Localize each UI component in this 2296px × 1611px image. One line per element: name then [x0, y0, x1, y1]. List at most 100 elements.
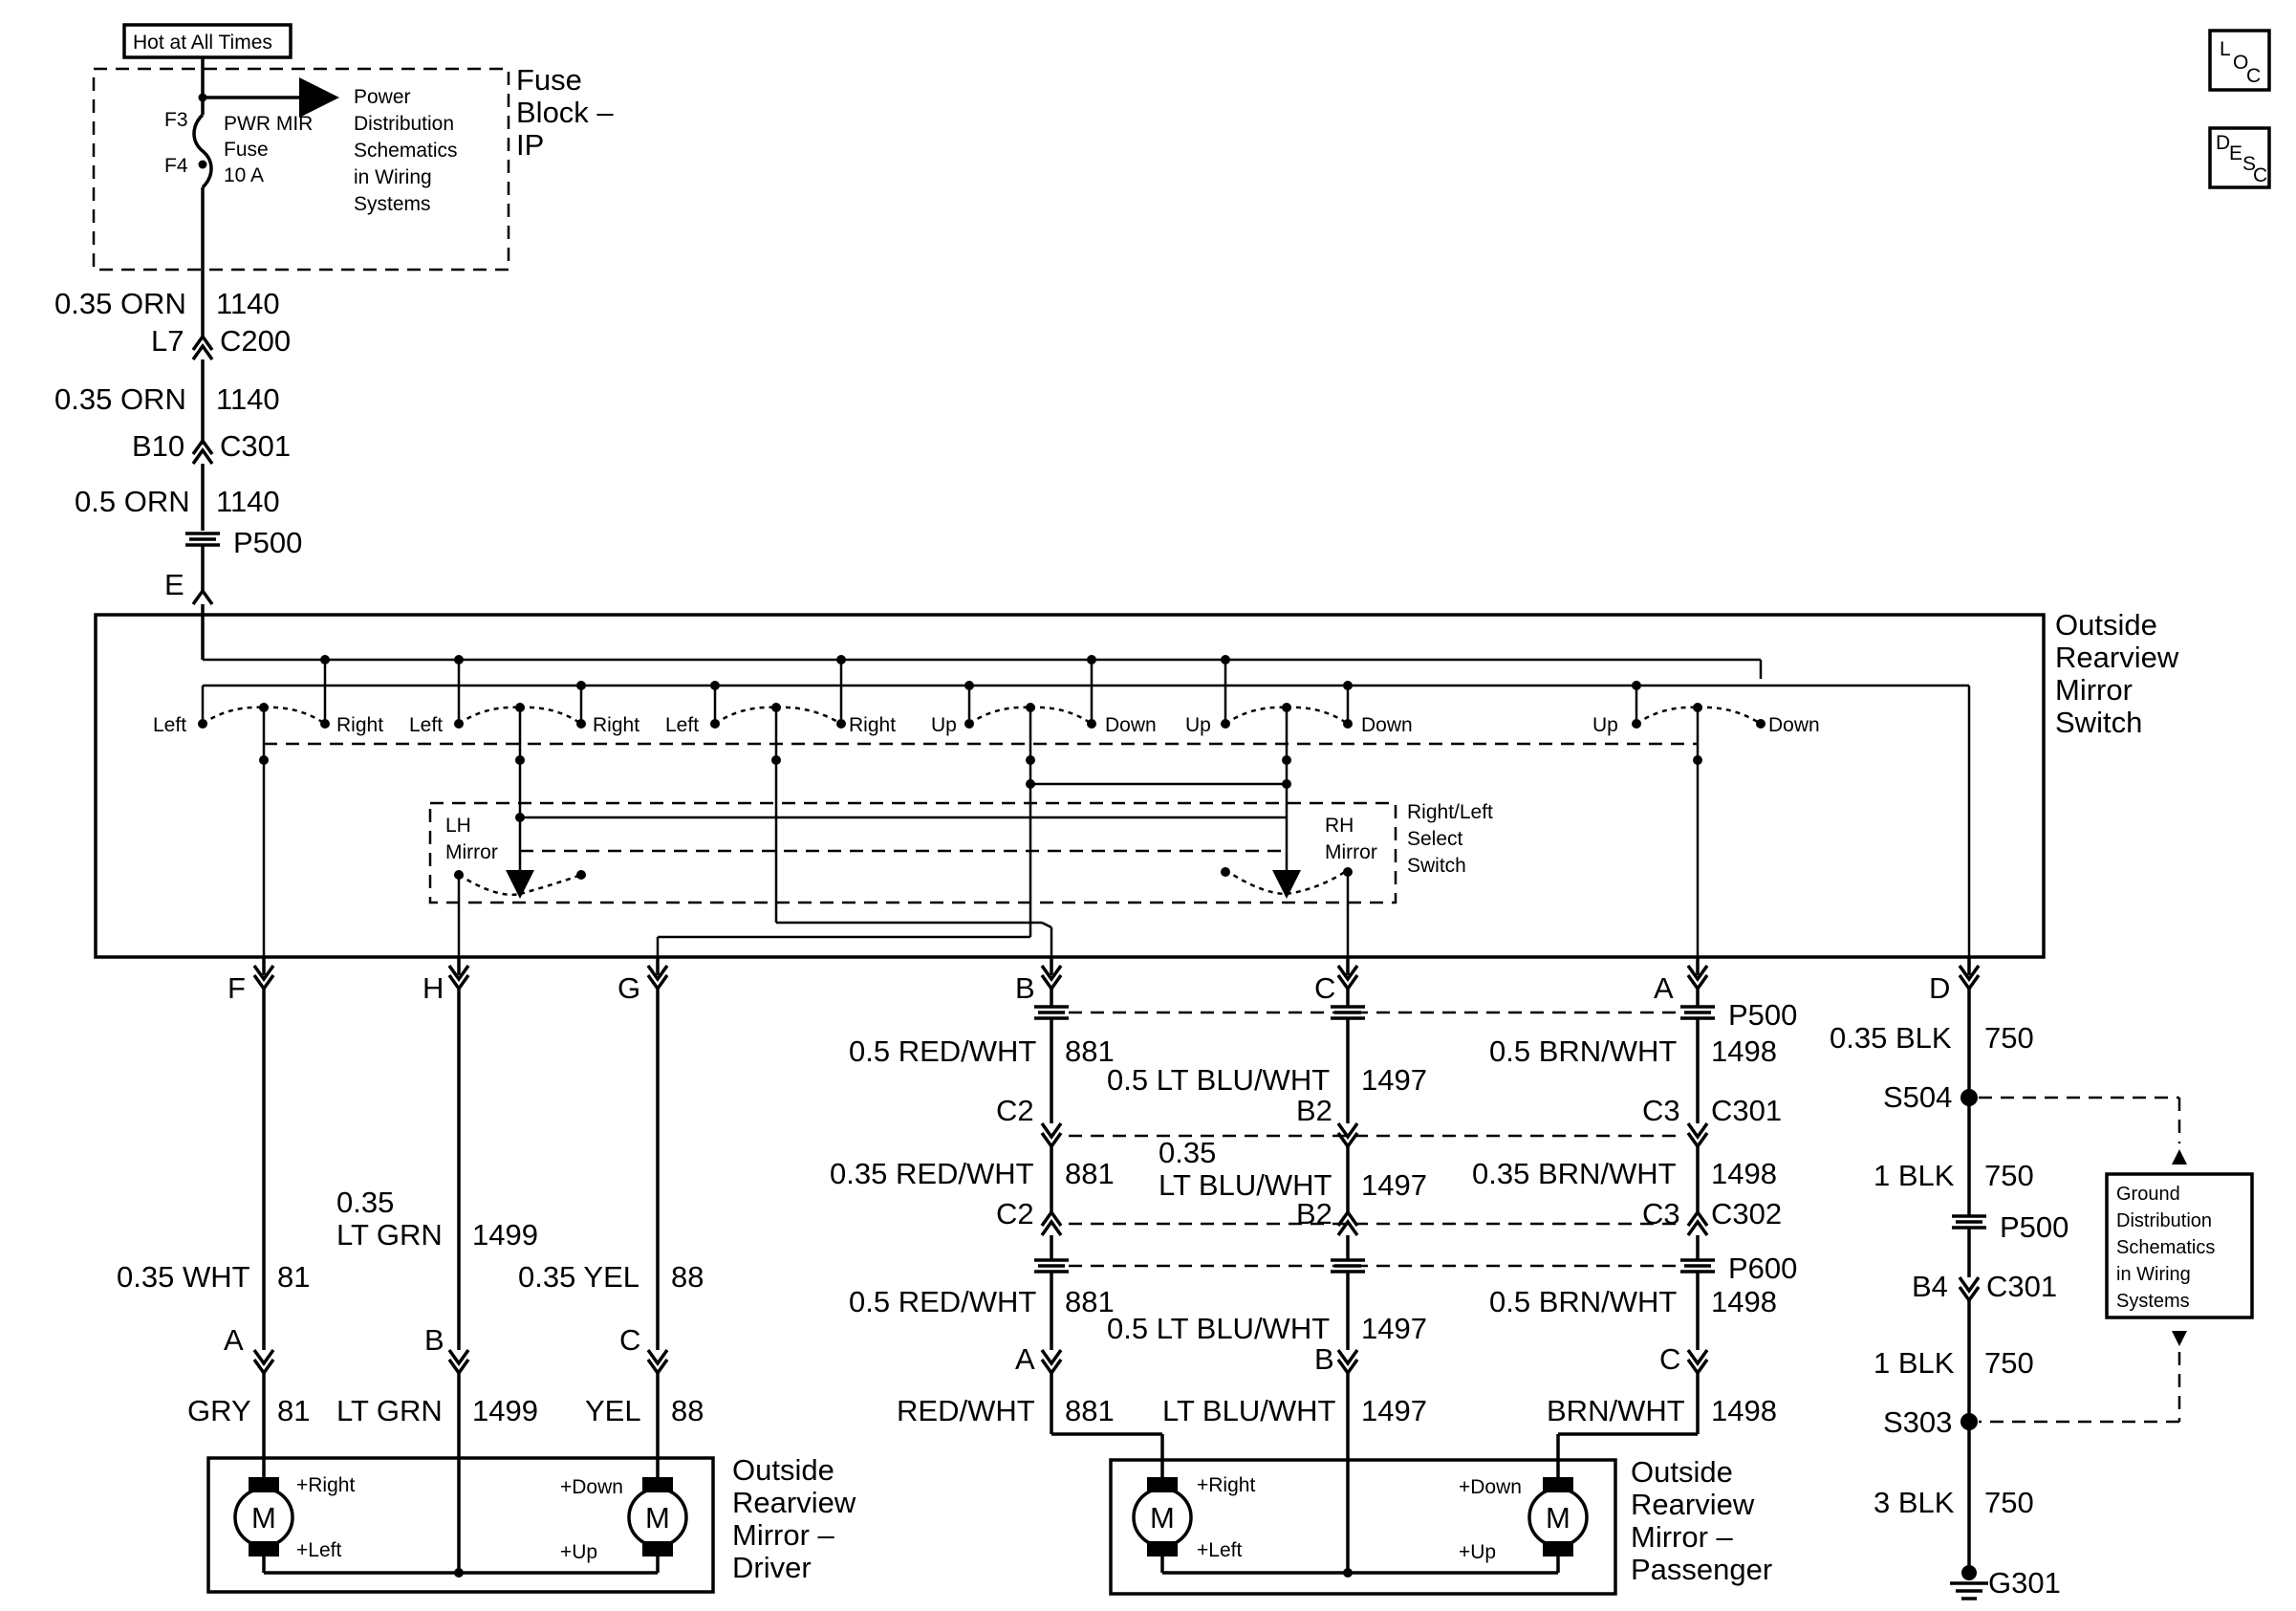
svg-text:B: B — [1314, 1342, 1334, 1376]
svg-text:Right/Left: Right/Left — [1407, 801, 1493, 823]
svg-text:1140: 1140 — [216, 485, 280, 518]
svg-text:1498: 1498 — [1711, 1394, 1777, 1427]
passenger-vertical-motor: M — [1527, 1477, 1589, 1573]
svg-text:F: F — [227, 971, 246, 1005]
hot-at-all-times-label: Hot at All Times — [122, 23, 292, 59]
loc-icon[interactable]: L O C — [2208, 29, 2271, 92]
svg-text:0.35 YEL: 0.35 YEL — [518, 1260, 639, 1294]
svg-text:Mirror: Mirror — [2055, 673, 2133, 707]
svg-text:Mirror –: Mirror – — [1631, 1520, 1734, 1554]
svg-text:0.35: 0.35 — [336, 1186, 394, 1219]
svg-text:C: C — [1314, 971, 1335, 1005]
svg-text:C: C — [2246, 65, 2261, 87]
svg-text:E: E — [2229, 142, 2242, 164]
mirror-switch-title: Outside — [2055, 608, 2157, 642]
svg-text:0.35 ORN: 0.35 ORN — [54, 287, 186, 320]
svg-text:F3: F3 — [164, 109, 188, 131]
driver-vertical-motor: M — [627, 1477, 688, 1573]
svg-text:1 BLK: 1 BLK — [1874, 1159, 1955, 1192]
svg-text:Distribution: Distribution — [2116, 1210, 2212, 1231]
svg-text:0.35 WHT: 0.35 WHT — [117, 1260, 250, 1294]
svg-text:C302: C302 — [1711, 1197, 1782, 1230]
svg-text:Driver: Driver — [732, 1551, 812, 1584]
svg-text:Select: Select — [1407, 828, 1463, 850]
pwr-mir-fuse[interactable] — [192, 57, 213, 189]
ground-distribution-reference[interactable]: Ground Distribution Schematics in Wiring… — [2105, 1172, 2254, 1319]
svg-text:C3: C3 — [1642, 1094, 1680, 1127]
svg-text:Schematics: Schematics — [2116, 1237, 2215, 1258]
svg-text:B10: B10 — [132, 429, 184, 463]
svg-text:0.35 ORN: 0.35 ORN — [54, 382, 186, 416]
svg-text:O: O — [2233, 52, 2248, 74]
svg-text:0.5 BRN/WHT: 0.5 BRN/WHT — [1489, 1034, 1677, 1068]
svg-text:A: A — [1654, 971, 1674, 1005]
switch-internal-bus — [201, 655, 1971, 958]
svg-text:Schematics: Schematics — [354, 140, 458, 162]
svg-text:1499: 1499 — [472, 1394, 538, 1427]
svg-text:88: 88 — [671, 1260, 704, 1294]
svg-text:C301: C301 — [1986, 1270, 2057, 1303]
svg-text:P500: P500 — [233, 526, 302, 559]
svg-text:Up: Up — [1185, 714, 1211, 736]
feed-wire-1140 — [185, 187, 220, 660]
switch-common-wires — [259, 708, 1702, 958]
passenger-motor-left-label: M — [1150, 1501, 1175, 1535]
svg-text:Up: Up — [931, 714, 957, 736]
svg-text:1140: 1140 — [216, 287, 280, 320]
svg-text:LH: LH — [445, 815, 471, 837]
svg-text:LT GRN: LT GRN — [336, 1394, 443, 1427]
svg-text:C2: C2 — [996, 1197, 1034, 1230]
svg-text:L7: L7 — [151, 324, 184, 358]
driver-horizontal-motor: M — [233, 1477, 658, 1578]
svg-text:C301: C301 — [220, 429, 291, 463]
svg-text:750: 750 — [1984, 1159, 2034, 1192]
ground-wire-750 — [1950, 958, 2187, 1600]
svg-text:881: 881 — [1065, 1034, 1115, 1068]
svg-text:C3: C3 — [1642, 1197, 1680, 1230]
svg-text:+Down: +Down — [1459, 1476, 1522, 1498]
svg-text:Left: Left — [409, 714, 443, 736]
svg-text:750: 750 — [1984, 1021, 2034, 1055]
fuse-block-outline — [92, 67, 510, 272]
svg-text:0.5 LT BLU/WHT: 0.5 LT BLU/WHT — [1107, 1063, 1330, 1097]
svg-text:C: C — [2253, 164, 2267, 186]
svg-text:10 A: 10 A — [224, 164, 264, 186]
svg-text:Power: Power — [354, 86, 411, 108]
svg-text:E: E — [164, 568, 184, 601]
svg-text:1498: 1498 — [1711, 1285, 1777, 1318]
driver-wires — [252, 958, 669, 1573]
svg-text:1140: 1140 — [216, 382, 280, 416]
svg-text:G: G — [617, 971, 640, 1005]
svg-text:B: B — [424, 1323, 444, 1357]
svg-text:PWR MIR: PWR MIR — [224, 113, 313, 135]
svg-text:C: C — [619, 1323, 640, 1357]
svg-text:1 BLK: 1 BLK — [1874, 1346, 1955, 1380]
svg-text:RED/WHT: RED/WHT — [897, 1394, 1035, 1427]
svg-text:Ground: Ground — [2116, 1184, 2180, 1205]
svg-text:C301: C301 — [1711, 1094, 1782, 1127]
svg-text:88: 88 — [671, 1394, 704, 1427]
driver-motor-left-label: M — [251, 1501, 276, 1535]
svg-text:Passenger: Passenger — [1631, 1553, 1772, 1586]
svg-text:1497: 1497 — [1361, 1063, 1427, 1097]
svg-text:881: 881 — [1065, 1157, 1115, 1190]
svg-text:Right: Right — [849, 714, 896, 736]
passenger-horizontal-motor: M — [1132, 1477, 1558, 1578]
svg-text:Fuse: Fuse — [224, 139, 269, 161]
svg-text:Systems: Systems — [354, 193, 431, 215]
passenger-motor-right-label: M — [1546, 1501, 1570, 1535]
svg-text:Mirror –: Mirror – — [732, 1518, 835, 1552]
svg-text:Block –: Block – — [516, 96, 614, 129]
svg-text:750: 750 — [1984, 1486, 2034, 1519]
power-distribution-reference[interactable]: Power Distribution Schematics in Wiring … — [354, 86, 458, 215]
svg-text:C2: C2 — [996, 1094, 1034, 1127]
svg-text:0.5 RED/WHT: 0.5 RED/WHT — [849, 1285, 1036, 1318]
desc-icon[interactable]: D E S C — [2208, 126, 2271, 189]
svg-text:in Wiring: in Wiring — [2116, 1264, 2191, 1285]
svg-text:1497: 1497 — [1361, 1394, 1427, 1427]
svg-text:D: D — [2216, 132, 2230, 154]
svg-text:1498: 1498 — [1711, 1034, 1777, 1068]
svg-text:Switch: Switch — [2055, 706, 2142, 739]
svg-text:0.5 LT BLU/WHT: 0.5 LT BLU/WHT — [1107, 1312, 1330, 1345]
select-switch[interactable] — [454, 849, 1353, 958]
